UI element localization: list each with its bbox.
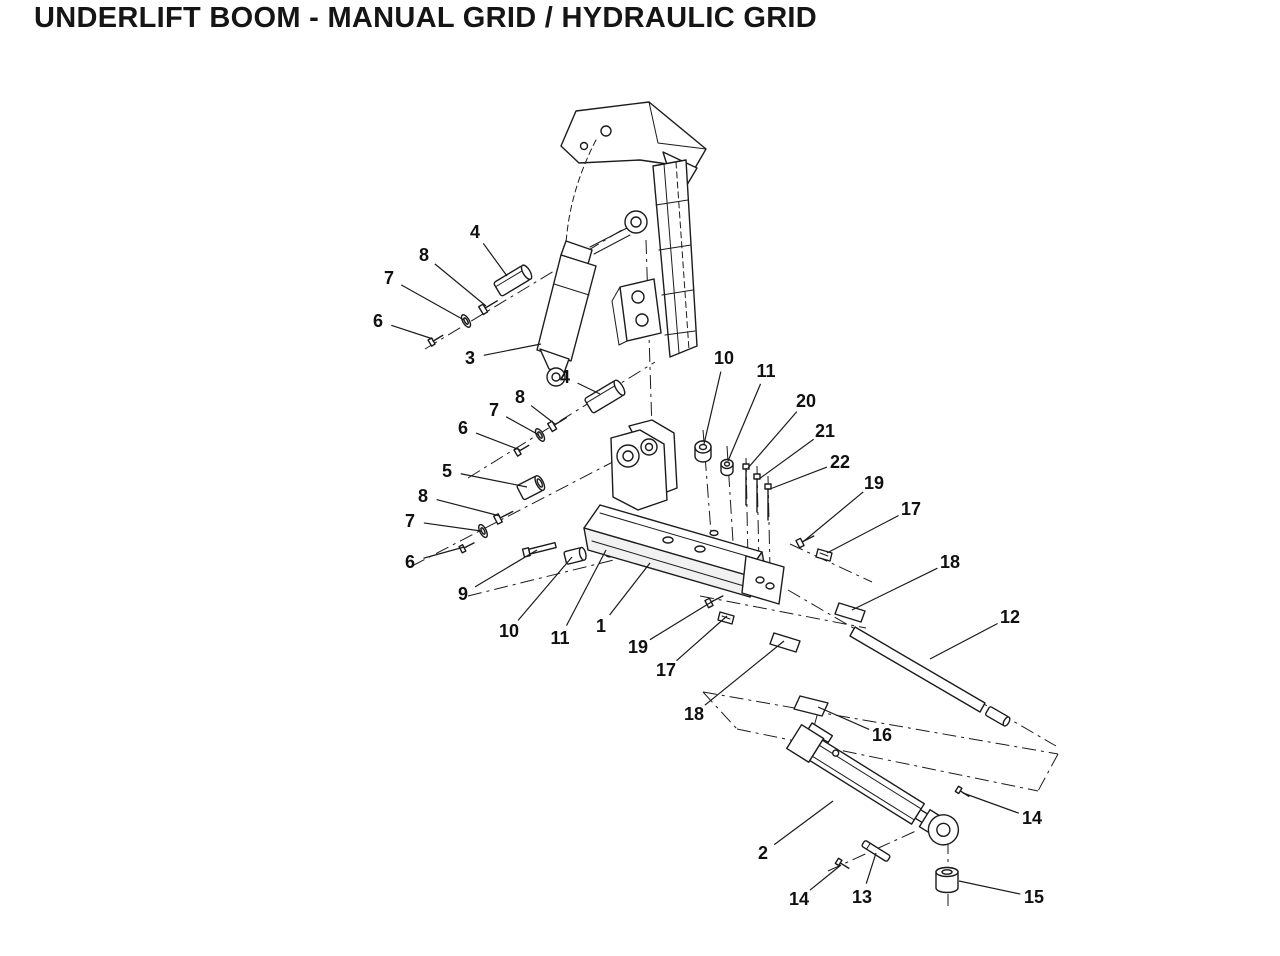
leader-line-7 [505, 416, 540, 436]
bolt-6-lower [458, 542, 475, 554]
stud-22 [764, 483, 772, 521]
bolt-14-right [954, 785, 970, 797]
rod-12 [849, 626, 1011, 727]
pin-4-upper [493, 264, 533, 297]
bushing-11-top [720, 458, 734, 477]
washer-7-mid [534, 428, 546, 442]
leader-line-8 [434, 263, 487, 307]
leader-line-5 [460, 473, 528, 488]
leader-line-3 [483, 343, 542, 356]
boom-mount-ears [610, 419, 678, 511]
leader-line-11 [727, 383, 762, 462]
leader-line-10 [517, 556, 573, 621]
leader-line-8 [436, 498, 501, 517]
leader-line-14 [809, 864, 842, 891]
pad-18-lower [769, 632, 801, 653]
leader-line-2 [773, 800, 834, 846]
leader-line-17 [826, 514, 899, 554]
leader-lines [391, 242, 1021, 895]
bolt-8-mid [546, 417, 567, 433]
leader-line-7 [400, 284, 465, 321]
leader-line-6 [475, 432, 521, 451]
leader-line-14 [962, 792, 1020, 814]
leader-line-8 [530, 405, 556, 425]
leader-line-15 [958, 880, 1021, 895]
bolt-6-upper [427, 334, 444, 347]
page-title: UNDERLIFT BOOM - MANUAL GRID / HYDRAULIC… [34, 2, 818, 34]
leader-line-16 [817, 706, 870, 730]
leader-line-21 [758, 438, 815, 480]
leader-line-10 [703, 371, 722, 445]
pin-4-lower [584, 379, 626, 414]
leader-line-6 [423, 546, 465, 559]
bolt-14-left [834, 857, 850, 869]
leader-line-22 [769, 466, 828, 490]
stud-20 [742, 463, 750, 506]
washer-7-lower [478, 523, 488, 539]
bolt-6-mid [513, 444, 530, 457]
leader-line-12 [929, 622, 998, 660]
bolt-8-upper [477, 300, 498, 316]
pin-13 [861, 840, 891, 862]
leader-line-17 [676, 615, 728, 662]
clip-17-upper [815, 548, 833, 562]
leader-line-18 [704, 640, 785, 706]
leader-line-19 [803, 491, 864, 542]
leader-line-18 [851, 567, 938, 611]
bolt-9 [521, 542, 557, 558]
hydraulic-cylinder-upper [536, 139, 648, 387]
stud-21 [753, 473, 761, 513]
arm-bracket [611, 278, 662, 346]
bolt-8-lower [493, 510, 514, 525]
leader-line-4 [577, 382, 601, 395]
pad-16 [793, 695, 829, 717]
leader-line-7 [423, 522, 482, 532]
bolt-19-lower [704, 595, 724, 609]
washer-7-upper [460, 314, 472, 328]
boom-body [583, 504, 785, 605]
bushing-15 [935, 866, 959, 894]
leader-line-9 [474, 549, 538, 588]
leader-line-4 [482, 242, 508, 277]
hydraulic-cylinder-lower [786, 722, 960, 846]
bushing-5 [516, 475, 546, 501]
leader-line-1 [609, 562, 651, 616]
leader-line-11 [565, 549, 607, 626]
leader-line-20 [747, 411, 798, 469]
leader-line-19 [649, 600, 714, 641]
leader-line-13 [865, 852, 877, 884]
bushing-10-top [694, 440, 712, 463]
boom-arm [652, 159, 698, 358]
leader-line-6 [391, 324, 434, 340]
